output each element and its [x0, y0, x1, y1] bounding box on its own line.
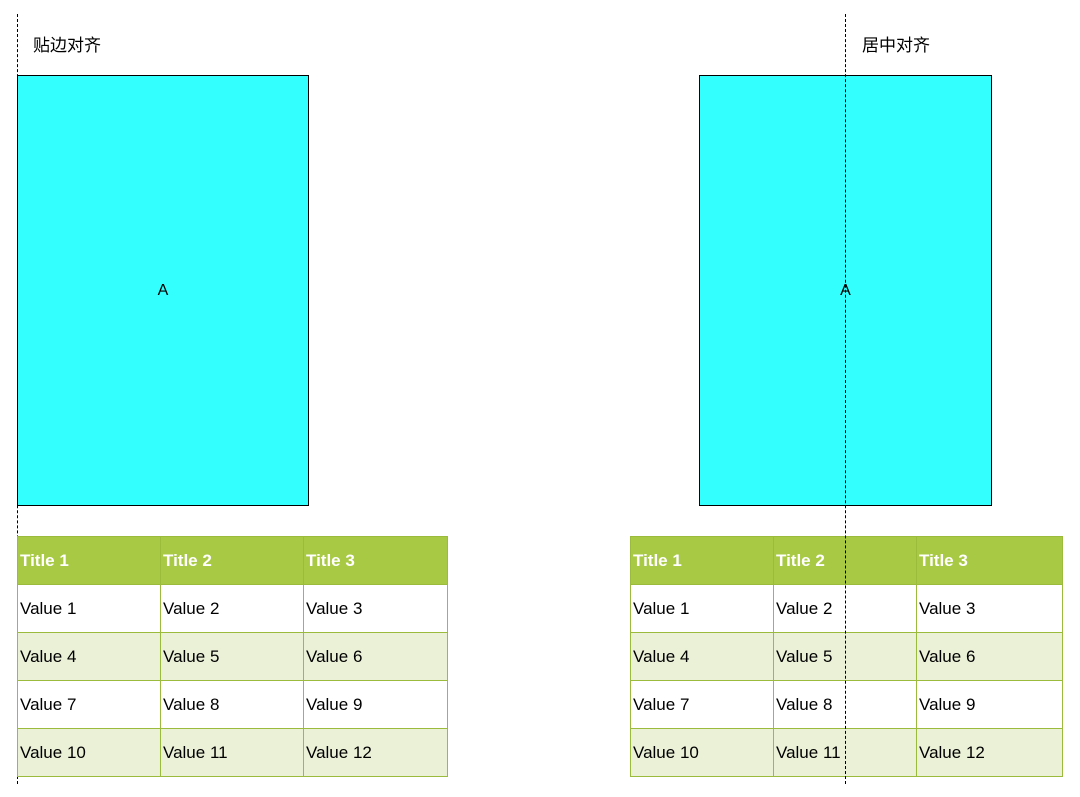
left-box-label: A [157, 281, 169, 299]
table-cell: Value 4 [17, 632, 161, 681]
table-cell: Value 1 [17, 584, 161, 633]
table-cell: Value 12 [303, 728, 448, 777]
table-cell: Value 12 [916, 728, 1063, 777]
table-cell: Value 4 [630, 632, 774, 681]
table-cell: Value 10 [17, 728, 161, 777]
table-row: Value 7 Value 8 Value 9 [17, 680, 448, 729]
table-cell: Value 9 [303, 680, 448, 729]
table-cell: Value 7 [17, 680, 161, 729]
left-header-cell: Title 3 [303, 536, 448, 585]
right-table: Title 1 Title 2 Title 3 Value 1 Value 2 … [630, 536, 1063, 777]
table-cell: Value 6 [916, 632, 1063, 681]
left-table: Title 1 Title 2 Title 3 Value 1 Value 2 … [17, 536, 448, 777]
table-cell: Value 6 [303, 632, 448, 681]
table-cell: Value 9 [916, 680, 1063, 729]
table-cell: Value 10 [630, 728, 774, 777]
table-row: Value 10 Value 11 Value 12 [17, 728, 448, 777]
table-row: Value 10 Value 11 Value 12 [630, 728, 1063, 777]
right-header-cell: Title 1 [630, 536, 774, 585]
table-row: Value 1 Value 2 Value 3 [630, 584, 1063, 633]
table-cell: Value 1 [630, 584, 774, 633]
table-cell: Value 2 [160, 584, 304, 633]
left-table-header-row: Title 1 Title 2 Title 3 [17, 536, 448, 585]
table-cell: Value 5 [160, 632, 304, 681]
table-cell: Value 8 [160, 680, 304, 729]
table-row: Value 1 Value 2 Value 3 [17, 584, 448, 633]
center-alignment-guide [845, 14, 846, 784]
table-cell: Value 11 [160, 728, 304, 777]
right-caption: 居中对齐 [862, 36, 930, 56]
left-header-cell: Title 2 [160, 536, 304, 585]
left-caption: 贴边对齐 [33, 36, 101, 56]
table-row: Value 7 Value 8 Value 9 [630, 680, 1063, 729]
table-row: Value 4 Value 5 Value 6 [17, 632, 448, 681]
left-box-a[interactable]: A [17, 75, 309, 506]
table-cell: Value 7 [630, 680, 774, 729]
left-header-cell: Title 1 [17, 536, 161, 585]
table-cell: Value 3 [916, 584, 1063, 633]
table-row: Value 4 Value 5 Value 6 [630, 632, 1063, 681]
right-header-cell: Title 3 [916, 536, 1063, 585]
table-cell: Value 3 [303, 584, 448, 633]
right-table-header-row: Title 1 Title 2 Title 3 [630, 536, 1063, 585]
